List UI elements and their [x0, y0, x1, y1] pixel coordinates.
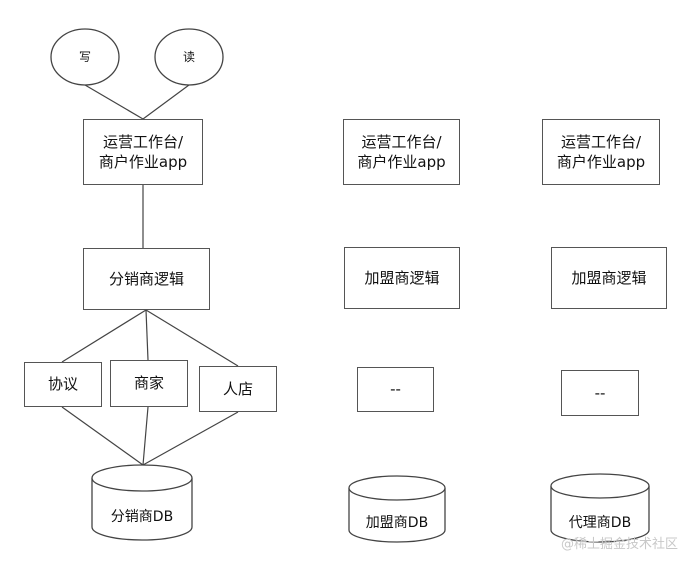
read-label: 读 [182, 50, 195, 64]
right-placeholder-box: -- [561, 370, 639, 416]
franchise-db-cylinder [348, 475, 446, 543]
logic-store-connector [145, 309, 239, 367]
franchise-db-label: 加盟商DB [365, 515, 429, 531]
right-franchise-logic-box: 加盟商逻辑 [551, 247, 667, 309]
distributor-db-label: 分销商DB [110, 509, 174, 525]
protocol-db-connector [61, 406, 144, 466]
logic-protocol-connector [61, 309, 147, 363]
store-box: 人店 [199, 366, 277, 412]
middle-workbench-box: 运营工作台/ 商户作业app [343, 119, 460, 185]
store-db-connector [142, 411, 239, 466]
read-connector [142, 84, 190, 120]
agent-db-cylinder [550, 473, 650, 543]
watermark: @稀土掘金技术社区 [560, 537, 678, 552]
protocol-box: 协议 [24, 362, 102, 407]
agent-db-label: 代理商DB [568, 515, 632, 531]
right-workbench-box: 运营工作台/ 商户作业app [542, 119, 660, 185]
distributor-db-cylinder [91, 464, 193, 541]
logic-merchant-connector [145, 309, 149, 361]
middle-placeholder-box: -- [357, 367, 434, 412]
write-label: 写 [78, 50, 91, 64]
write-connector [84, 84, 144, 120]
middle-franchise-logic-box: 加盟商逻辑 [344, 247, 460, 309]
distributor-logic-box: 分销商逻辑 [83, 248, 210, 310]
left-workbench-box: 运营工作台/ 商户作业app [83, 119, 203, 185]
merchant-db-connector [142, 406, 149, 466]
merchant-box: 商家 [110, 360, 188, 407]
